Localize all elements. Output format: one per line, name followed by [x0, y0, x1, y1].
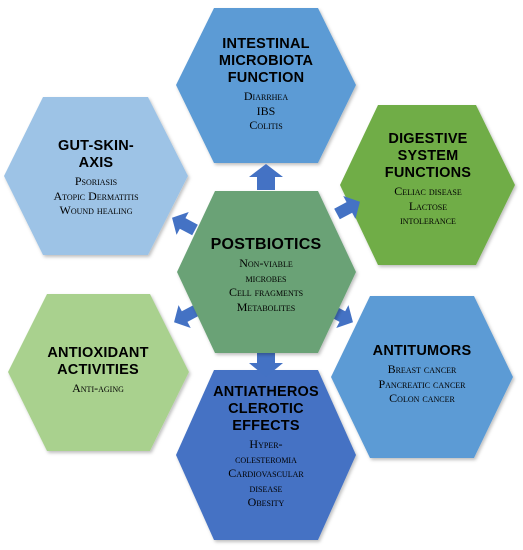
- postbiotics-title: POSTBIOTICS: [211, 235, 322, 254]
- arrow-up: [249, 164, 283, 190]
- antiatherosclerotic-title-line: ANTIATHEROS: [213, 384, 319, 400]
- hex-antioxidant-activities: [8, 294, 189, 451]
- gut-skin-title-line: AXIS: [78, 155, 114, 171]
- digestive-title-line: SYSTEM: [397, 148, 459, 164]
- arrow-lower-left: [174, 304, 200, 329]
- digestive-item: Celiac disease: [394, 184, 462, 198]
- intestinal-microbiota-label: INTESTINAL MICROBIOTA FUNCTION Diarrhea …: [181, 36, 351, 133]
- antioxidant-title-line: ACTIVITIES: [57, 362, 139, 378]
- antitumors-item: Pancreatic cancer: [378, 376, 466, 391]
- gut-skin-title: GUT-SKIN- AXIS: [58, 138, 134, 172]
- gut-skin-item: Psoriasis: [74, 174, 118, 188]
- antitumors-title: ANTITUMORS: [373, 343, 472, 360]
- postbiotics-label: POSTBIOTICS Non-viable microbes Cell fra…: [186, 235, 346, 314]
- postbiotics-item: Cell fragments: [228, 285, 304, 299]
- arrow-upper-right: [334, 195, 360, 220]
- digestive-title: DIGESTIVE SYSTEM FUNCTIONS: [385, 131, 471, 182]
- gut-skin-axis-label: GUT-SKIN- AXIS Psoriasis Atopic Dermatit…: [11, 138, 181, 218]
- intestinal-title-line: FUNCTION: [227, 70, 305, 86]
- antioxidant-label: ANTIOXIDANT ACTIVITIES Anti-aging: [18, 345, 178, 396]
- postbiotics-title-line: POSTBIOTICS: [210, 236, 322, 253]
- hex-gut-skin-axis: [4, 97, 188, 255]
- antioxidant-items: Anti-aging: [72, 381, 124, 396]
- digestive-items: Celiac disease Lactose intolerance: [394, 184, 461, 228]
- antitumors-item: Colon cancer: [389, 391, 455, 405]
- hex-postbiotics-center: [177, 191, 356, 353]
- gut-skin-items: Psoriasis Atopic Dermatitis Wound healin…: [53, 174, 138, 218]
- antitumors-label: ANTITUMORS Breast cancer Pancreatic canc…: [342, 343, 502, 406]
- gut-skin-item: Atopic Dermatitis: [53, 188, 139, 203]
- antiatherosclerotic-item: Cardiovascular: [228, 466, 304, 480]
- antiatherosclerotic-items: Hyper- colesteromia Cardiovascular disea…: [228, 437, 303, 510]
- antiatherosclerotic-title-line: EFFECTS: [232, 418, 300, 434]
- hex-intestinal-microbiota-function: [176, 8, 356, 163]
- postbiotics-item: Metabolites: [236, 299, 296, 314]
- intestinal-item: Diarrhea: [243, 89, 289, 103]
- digestive-title-line: DIGESTIVE: [388, 131, 468, 147]
- antioxidant-item: Anti-aging: [72, 381, 124, 395]
- antiatherosclerotic-item: Obesity: [247, 495, 285, 509]
- hex-antiatherosclerotic-effects: [176, 370, 356, 540]
- digestive-item: intolerance: [400, 213, 456, 227]
- hex-digestive-system-functions: [340, 105, 515, 265]
- intestinal-title: INTESTINAL MICROBIOTA FUNCTION: [219, 36, 313, 87]
- antiatherosclerotic-item: colesteromia: [235, 451, 297, 466]
- antiatherosclerotic-item: Hyper-: [249, 437, 283, 451]
- antiatherosclerotic-title-line: CLEROTIC: [228, 401, 304, 417]
- digestive-system-label: DIGESTIVE SYSTEM FUNCTIONS Celiac diseas…: [348, 131, 508, 228]
- antioxidant-title: ANTIOXIDANT ACTIVITIES: [47, 345, 148, 379]
- gut-skin-title-line: GUT-SKIN-: [58, 138, 134, 154]
- arrow-down: [249, 350, 283, 377]
- postbiotics-item: Non-viable: [239, 256, 293, 270]
- gut-skin-item: Wound healing: [59, 203, 133, 217]
- intestinal-title-line: INTESTINAL: [222, 36, 310, 52]
- arrow-upper-left: [172, 211, 198, 236]
- hex-antitumors: [331, 296, 513, 458]
- antiatherosclerotic-item: disease: [249, 480, 283, 495]
- antitumors-items: Breast cancer Pancreatic cancer Colon ca…: [378, 362, 465, 406]
- intestinal-item: IBS: [256, 103, 276, 118]
- antitumors-item: Breast cancer: [387, 362, 457, 376]
- intestinal-items: Diarrhea IBS Colitis: [244, 89, 288, 133]
- intestinal-title-line: MICROBIOTA: [218, 53, 314, 69]
- postbiotics-items: Non-viable microbes Cell fragments Metab…: [229, 256, 303, 314]
- postbiotics-item: microbes: [245, 270, 287, 285]
- digestive-title-line: FUNCTIONS: [384, 165, 472, 181]
- antitumors-title-line: ANTITUMORS: [372, 343, 472, 359]
- antioxidant-title-line: ANTIOXIDANT: [47, 345, 149, 361]
- antiatherosclerotic-title: ANTIATHEROS CLEROTIC EFFECTS: [213, 384, 319, 435]
- digestive-item: Lactose: [408, 198, 448, 213]
- antiatherosclerotic-label: ANTIATHEROS CLEROTIC EFFECTS Hyper- cole…: [181, 384, 351, 510]
- intestinal-item: Colitis: [249, 118, 283, 132]
